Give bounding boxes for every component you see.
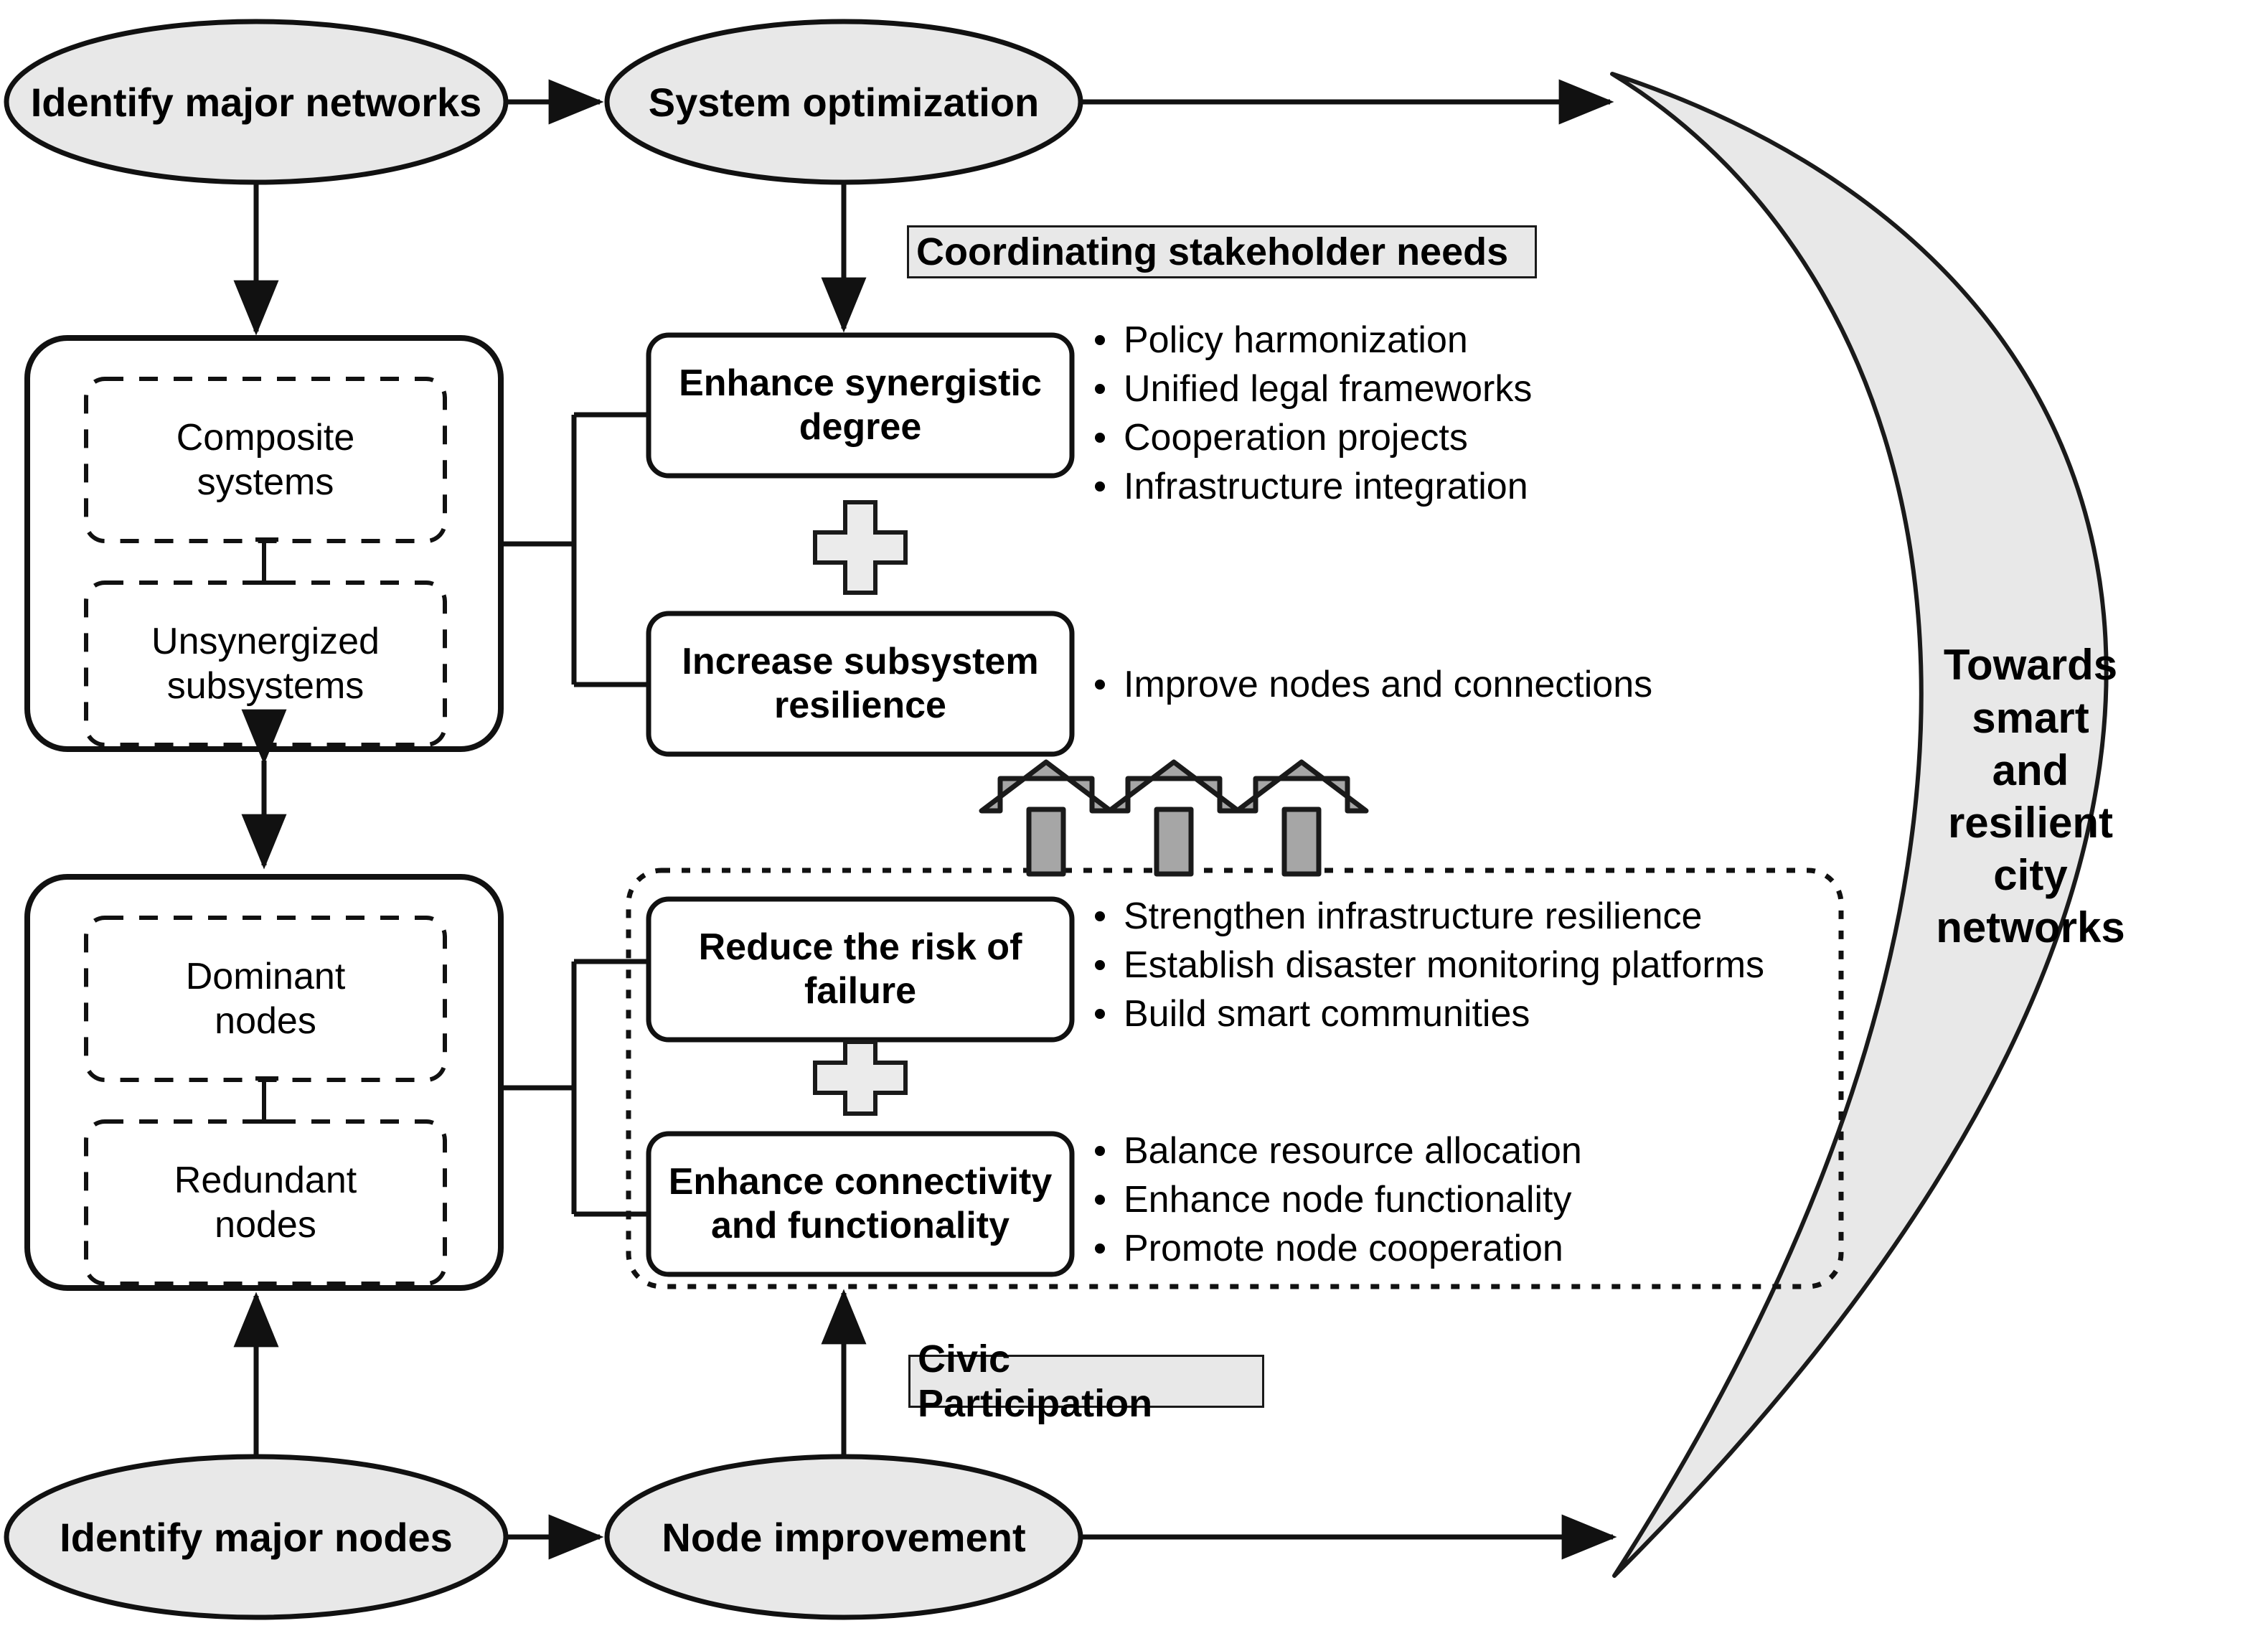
outcome-line-2: smart	[1972, 693, 2089, 742]
label-unsynergized-subsystems: Unsynergized subsystems	[86, 597, 445, 730]
outcome-label: Towards smart and resilient city network…	[1851, 581, 2210, 1012]
strategy-title-line1: Increase subsystem	[682, 640, 1039, 682]
outcome-crescent-shape	[1610, 72, 2109, 1578]
up-arrow-icon-1-shaft	[1026, 807, 1066, 877]
up-arrow-icon-1	[979, 759, 1114, 814]
label-composite-systems-line1: Composite	[176, 416, 355, 459]
plus-icon-top	[813, 500, 908, 595]
list-item: Balance resource allocation	[1085, 1127, 1874, 1175]
label-unsynergized-subsystems-line1: Unsynergized	[151, 620, 380, 662]
strategy-title-line1: Enhance synergistic	[679, 362, 1042, 404]
up-arrow-icon-3	[1234, 759, 1369, 814]
outcome-line-1: Towards	[1943, 641, 2118, 690]
outcome-line-4: resilient	[1947, 799, 2114, 847]
strategy-title-line1: Reduce the risk of	[698, 926, 1022, 968]
civic-strategy-wrapper-dashed-box	[626, 868, 1844, 1289]
outcome-line-6: networks	[1936, 903, 2125, 952]
strategy-title-line2: failure	[804, 970, 917, 1012]
list-item: Unified legal frameworks	[1085, 365, 1802, 413]
outcome-line-3: and	[1992, 746, 2069, 794]
tag-civic-participation: Civic Participation	[908, 1338, 1264, 1425]
ellipse-system-optimization[interactable]	[604, 19, 1083, 185]
strategy-title-line2: resilience	[774, 685, 946, 726]
list-item: Strengthen infrastructure resilience	[1085, 892, 1874, 941]
strategy-title-line2: and functionality	[711, 1205, 1010, 1246]
outcome-line-5: city	[1993, 851, 2068, 900]
dashed-box-redundant-nodes	[84, 1119, 447, 1286]
up-arrow-icon-2-shaft	[1154, 807, 1194, 877]
label-redundant-nodes-line2: nodes	[215, 1204, 316, 1246]
up-arrow-icon-2	[1106, 759, 1241, 814]
bullet-list-enhance-synergistic-degree: Policy harmonization Unified legal frame…	[1085, 316, 1802, 511]
strategy-title-enhance-connectivity-and-functionality: Enhance connectivity and functionality	[649, 1134, 1072, 1274]
bullet-list-enhance-connectivity-and-functionality: Balance resource allocation Enhance node…	[1085, 1127, 1874, 1273]
label-dominant-nodes-line1: Dominant	[185, 955, 346, 997]
ellipse-identify-major-networks[interactable]	[4, 19, 509, 185]
label-dominant-nodes-line2: nodes	[215, 1000, 316, 1042]
label-dominant-nodes: Dominant nodes	[86, 932, 445, 1066]
label-composite-systems: Composite systems	[86, 393, 445, 527]
bullet-list-reduce-the-risk-of-failure: Strengthen infrastructure resilience Est…	[1085, 892, 1874, 1038]
plus-icon-bottom	[813, 1040, 908, 1116]
strategy-title-enhance-synergistic-degree: Enhance synergistic degree	[649, 335, 1072, 476]
label-unsynergized-subsystems-line2: subsystems	[166, 665, 364, 707]
label-redundant-nodes: Redundant nodes	[86, 1136, 445, 1269]
list-item: Build smart communities	[1085, 989, 1874, 1038]
tag-civic-label: Civic Participation	[918, 1338, 1153, 1425]
label-composite-systems-line2: systems	[197, 461, 334, 503]
strategy-title-line2: degree	[799, 406, 922, 448]
label-redundant-nodes-line1: Redundant	[174, 1159, 357, 1201]
tag-coordinating-stakeholder-needs: Coordinating stakeholder needs	[907, 225, 1537, 278]
strategy-box-enhance-connectivity-and-functionality[interactable]	[646, 1131, 1075, 1277]
list-item: Promote node cooperation	[1085, 1224, 1874, 1273]
node-container-box	[24, 874, 504, 1291]
ellipse-identify-major-nodes[interactable]	[4, 1454, 509, 1620]
tag-coordinating-label: Coordinating stakeholder needs	[916, 230, 1509, 273]
ellipse-node-improvement[interactable]	[604, 1454, 1083, 1620]
strategy-title-reduce-the-risk-of-failure: Reduce the risk of failure	[649, 899, 1072, 1040]
bullet-list-increase-subsystem-resilience: Improve nodes and connections	[1085, 660, 1946, 709]
list-item: Enhance node functionality	[1085, 1175, 1874, 1224]
list-item: Infrastructure integration	[1085, 462, 1802, 511]
list-item: Policy harmonization	[1085, 316, 1802, 365]
strategy-title-line1: Enhance connectivity	[668, 1160, 1053, 1203]
strategy-box-enhance-synergistic-degree[interactable]	[646, 332, 1075, 479]
list-item: Establish disaster monitoring platforms	[1085, 941, 1874, 989]
up-arrow-icon-3-shaft	[1281, 807, 1322, 877]
list-item: Cooperation projects	[1085, 413, 1802, 462]
strategy-title-increase-subsystem-resilience: Increase subsystem resilience	[649, 614, 1072, 754]
list-item: Improve nodes and connections	[1085, 660, 1946, 709]
